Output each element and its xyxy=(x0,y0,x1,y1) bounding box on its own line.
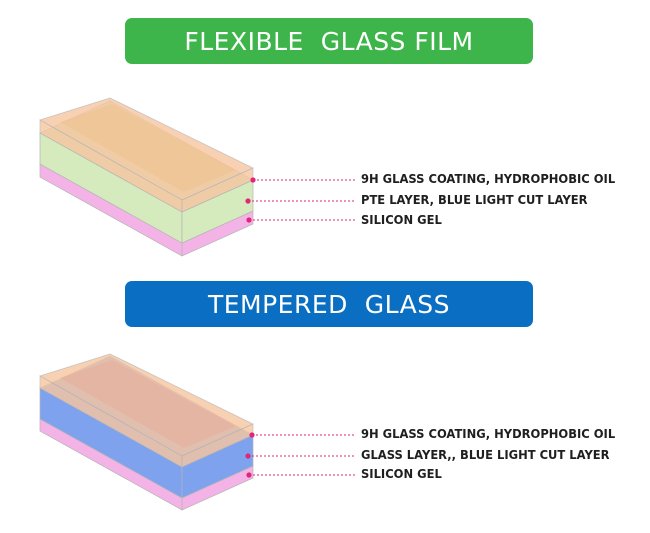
flexible-pte-label: PTE LAYER, BLUE LIGHT CUT LAYER xyxy=(361,192,588,207)
tempered-glass-layer-label: GLASS LAYER,, BLUE LIGHT CUT LAYER xyxy=(361,447,610,462)
flexible-silicon-gel-label: SILICON GEL xyxy=(361,212,442,227)
flexible-coating-layer xyxy=(39,97,254,213)
tempered-coating-layer xyxy=(39,353,254,468)
tempered-coating-label: 9H GLASS COATING, HYDROPHOBIC OIL xyxy=(361,426,616,441)
tempered-leader-lines xyxy=(245,432,356,478)
tempered-silicon-gel-label: SILICON GEL xyxy=(361,466,442,481)
tempered-glass-title: TEMPERED GLASS xyxy=(125,281,533,327)
flexible-glass-film-title: FLEXIBLE GLASS FILM xyxy=(125,18,533,64)
flexible-coating-label: 9H GLASS COATING, HYDROPHOBIC OIL xyxy=(361,171,616,186)
flexible-film-stack xyxy=(39,97,356,257)
flexible-leader-lines xyxy=(245,177,356,223)
tempered-glass-stack xyxy=(39,353,356,511)
